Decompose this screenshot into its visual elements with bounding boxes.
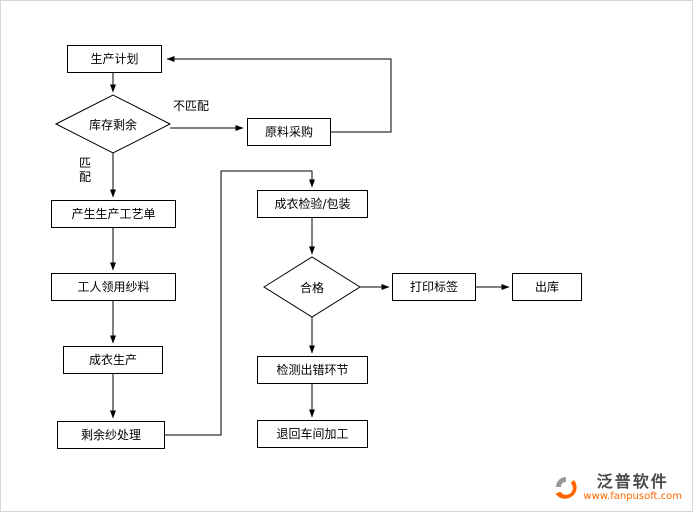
brand-url[interactable]: www.fanpusoft.com [583, 491, 682, 502]
decision-inventory-shape [54, 94, 172, 154]
node-print-label: 打印标签 [392, 273, 476, 301]
edge-leftover-to-inspection [165, 170, 315, 436]
node-production-plan: 生产计划 [67, 45, 162, 73]
node-detect-error-step: 检测出错环节 [257, 356, 368, 384]
node-return-to-workshop: 退回车间加工 [257, 420, 368, 448]
edge-label-match: 匹配 [79, 156, 92, 184]
brand-name: 泛普软件 [596, 472, 669, 491]
node-create-process-order: 产生生产工艺单 [51, 200, 176, 228]
node-worker-receive-yarn: 工人领用纱料 [51, 273, 176, 301]
node-leftover-yarn-handling: 剩余纱处理 [57, 421, 165, 449]
edge-purchase-to-plan [166, 56, 392, 133]
node-raw-material-purchase: 原料采购 [247, 118, 331, 146]
fanpu-logo[interactable]: 泛普软件 www.fanpusoft.com [552, 473, 682, 503]
decision-inventory-label: 库存剩余 [88, 117, 137, 132]
node-garment-production: 成衣生产 [63, 346, 163, 374]
node-garment-inspection-packaging: 成衣检验/包装 [257, 190, 368, 218]
edge-label-no-match: 不匹配 [173, 99, 210, 113]
fanpu-logo-icon [555, 477, 577, 499]
node-warehouse-out: 出库 [512, 273, 582, 301]
fanpu-logo-text: 泛普软件 www.fanpusoft.com [583, 473, 682, 503]
decision-qualified-label: 合格 [299, 280, 324, 295]
decision-qualified-shape [263, 256, 361, 318]
